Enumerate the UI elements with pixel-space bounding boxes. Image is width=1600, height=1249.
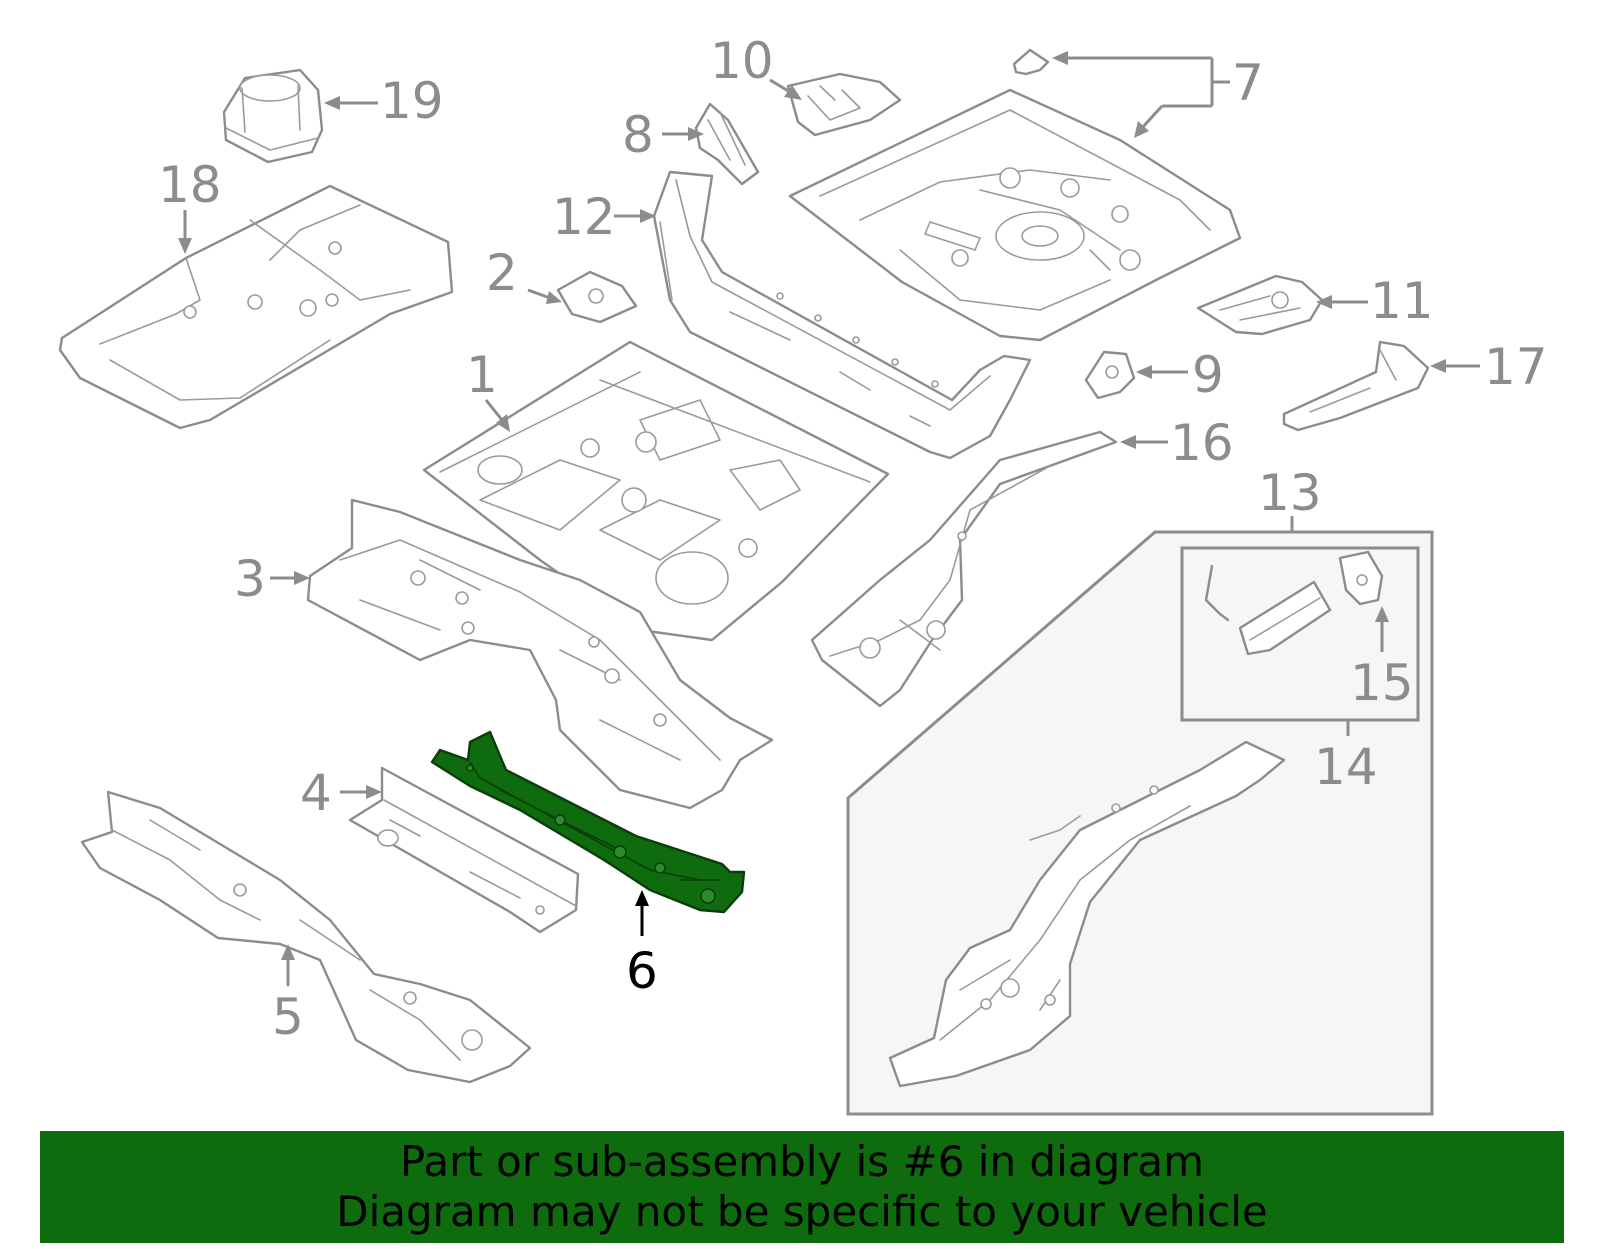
callout-5: 5 xyxy=(272,988,304,1046)
part-19 xyxy=(222,68,324,164)
part-18 xyxy=(58,184,454,430)
callout-1: 1 xyxy=(466,346,498,404)
banner-line-2: Diagram may not be specific to your vehi… xyxy=(336,1187,1268,1236)
callout-11: 11 xyxy=(1370,272,1434,330)
callout-10: 10 xyxy=(710,32,774,90)
callout-9: 9 xyxy=(1192,346,1224,404)
callout-12: 12 xyxy=(552,188,616,246)
callout-8: 8 xyxy=(622,106,654,164)
part-9 xyxy=(1084,350,1136,400)
part-10 xyxy=(786,72,902,137)
part-8 xyxy=(694,102,760,186)
callout-14: 14 xyxy=(1314,738,1378,796)
part-12 xyxy=(652,170,1032,460)
callout-labels: 19 18 10 8 7 12 2 11 1 9 17 16 13 3 15 1… xyxy=(158,32,1548,1046)
callout-19: 19 xyxy=(380,72,444,130)
callout-2: 2 xyxy=(486,244,518,302)
callout-7: 7 xyxy=(1232,54,1264,112)
part-info-banner: Part or sub-assembly is #6 in diagram Di… xyxy=(40,1131,1564,1243)
callout-13: 13 xyxy=(1258,464,1322,522)
part-2 xyxy=(556,270,638,324)
part-5 xyxy=(80,790,532,1084)
callout-15: 15 xyxy=(1350,654,1414,712)
part-11 xyxy=(1196,274,1324,336)
part-7 xyxy=(788,48,1242,342)
callout-3: 3 xyxy=(234,550,266,608)
part-4 xyxy=(348,766,580,934)
part-6-highlighted xyxy=(430,730,746,914)
part-17 xyxy=(1282,340,1430,432)
callout-18: 18 xyxy=(158,156,222,214)
part-1 xyxy=(422,340,890,642)
banner-line-1: Part or sub-assembly is #6 in diagram xyxy=(399,1137,1205,1186)
part-16 xyxy=(810,430,1118,708)
callout-4: 4 xyxy=(300,764,332,822)
callout-17: 17 xyxy=(1484,338,1548,396)
callout-16: 16 xyxy=(1170,414,1234,472)
leader-lines xyxy=(178,51,1480,986)
part-13-assembly xyxy=(846,530,1434,1116)
part-3 xyxy=(306,498,774,810)
callout-6: 6 xyxy=(626,942,658,1000)
